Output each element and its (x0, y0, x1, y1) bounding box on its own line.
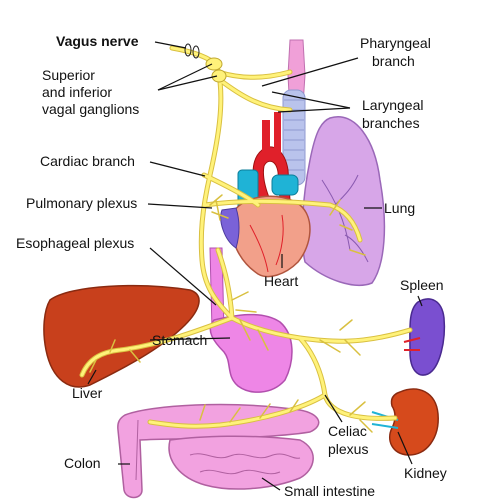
leader-lines (87, 41, 423, 491)
label-ganglia-line3: vagal ganglions (42, 101, 139, 117)
label-stomach: Stomach (152, 332, 207, 348)
trachea (282, 39, 306, 186)
label-heart: Heart (264, 273, 298, 289)
label-ganglia-line1: Superior (42, 67, 95, 83)
label-lung: Lung (384, 200, 415, 216)
label-ganglia-line2: and inferior (42, 84, 112, 100)
label-kidney: Kidney (404, 465, 447, 481)
label-cardiac-branch: Cardiac branch (40, 153, 135, 169)
liver (43, 284, 200, 388)
heart (220, 195, 311, 278)
label-vagus-nerve: Vagus nerve (56, 33, 139, 49)
label-colon: Colon (64, 455, 101, 471)
lung (301, 115, 386, 286)
label-laryngeal-line1: Laryngeal (362, 97, 424, 113)
label-small-intestine: Small intestine (284, 483, 375, 499)
label-liver: Liver (72, 385, 103, 401)
label-esophageal-plexus: Esophageal plexus (16, 235, 134, 251)
label-celiac-line1: Celiac (328, 423, 367, 439)
spleen (403, 298, 446, 376)
label-laryngeal-line2: branches (362, 115, 420, 131)
label-spleen: Spleen (400, 277, 444, 293)
label-celiac-line2: plexus (328, 441, 368, 457)
small-intestine (168, 435, 314, 490)
label-pulmonary-plexus: Pulmonary plexus (26, 195, 137, 211)
vagal-ganglia (205, 57, 227, 83)
label-pharyngeal-line2: branch (372, 53, 415, 69)
kidney (371, 388, 439, 456)
label-pharyngeal-line1: Pharyngeal (360, 35, 431, 51)
